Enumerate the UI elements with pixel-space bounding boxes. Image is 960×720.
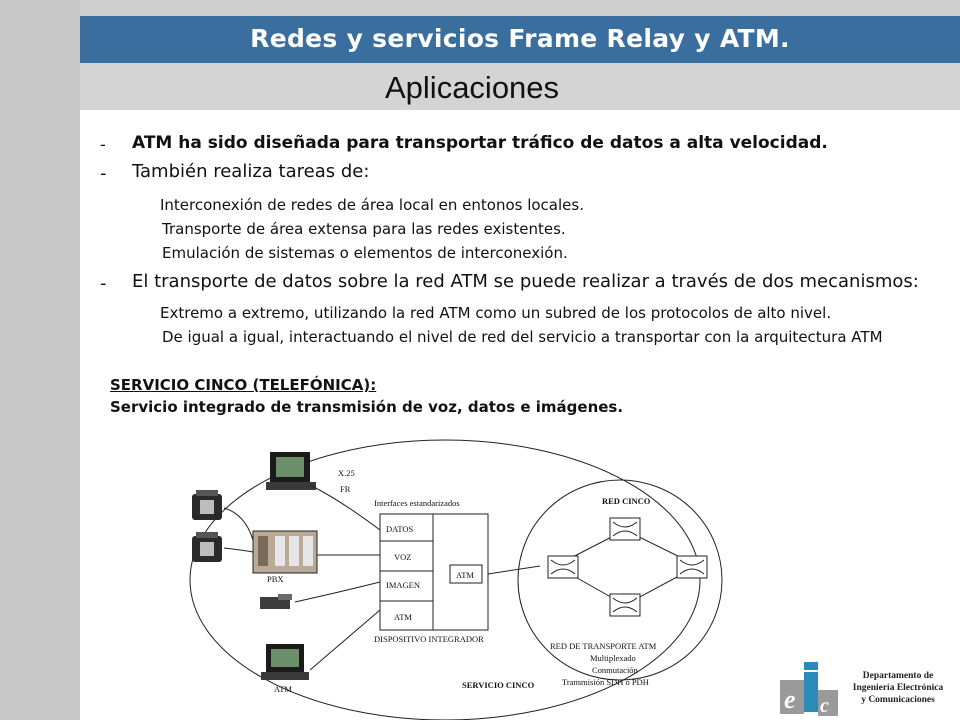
- svg-text:c: c: [820, 695, 829, 717]
- terminal-icon: [266, 452, 316, 490]
- svg-text:e: e: [784, 685, 796, 714]
- transport-label: RED DE TRANSPORTE ATM: [550, 641, 657, 651]
- bullet-dash: -: [100, 273, 107, 294]
- switch-icon: [609, 517, 641, 541]
- switch-icon: [676, 555, 708, 579]
- bullet-2-item: Transporte de área extensa para las rede…: [162, 220, 566, 238]
- red-cinco-cloud: [517, 479, 723, 681]
- module-datos: DATOS: [386, 524, 414, 534]
- switch-icon: [547, 555, 579, 579]
- module-voz: VOZ: [394, 552, 411, 562]
- left-decor-strip: [0, 0, 80, 720]
- pbx-icon: [252, 530, 318, 574]
- bullet-3-item: De igual a igual, interactuando el nivel…: [162, 328, 883, 346]
- servicio-cinco-cloud: [189, 439, 701, 720]
- fr-label: FR: [340, 484, 351, 494]
- subtitle-bar: Aplicaciones: [80, 63, 960, 110]
- dept-line: Departamento de: [862, 671, 934, 681]
- bullet-dash: -: [100, 163, 107, 184]
- title-bar: Redes y servicios Frame Relay y ATM.: [80, 16, 960, 63]
- service-heading: SERVICIO CINCO (TELEFÓNICA):: [110, 376, 377, 394]
- dept-line: Ingeniería Electrónica: [852, 683, 944, 693]
- x25-label: X.25: [338, 468, 355, 478]
- transport-label: Conmutación: [592, 665, 639, 675]
- bullet-2: También realiza tareas de:: [132, 161, 370, 182]
- transport-label: Multiplexado: [590, 653, 636, 663]
- telephone-icon: [192, 532, 222, 562]
- pbx-label: PBX: [267, 574, 284, 584]
- department-name: Departamento de Ingeniería Electrónica y…: [838, 670, 958, 706]
- module-atm: ATM: [394, 612, 412, 622]
- servicio-cinco-label: SERVICIO CINCO: [462, 680, 535, 690]
- switch-icon: [609, 593, 641, 617]
- bullet-3-item: Extremo a extremo, utilizando la red ATM…: [160, 304, 832, 322]
- transport-label: Transmisión SDH o PDH: [562, 677, 649, 687]
- service-description: Servicio integrado de transmisión de voz…: [110, 398, 624, 416]
- fax-icon: [260, 594, 292, 609]
- atm-terminal-label: ATM: [274, 684, 292, 694]
- telephone-icon: [192, 490, 222, 520]
- bullet-2-item: Interconexión de redes de área local en …: [160, 196, 584, 214]
- bullet-1: ATM ha sido diseñada para transportar tr…: [132, 133, 828, 153]
- section-title: Aplicaciones: [385, 70, 560, 105]
- red-cinco-label: RED CINCO: [602, 496, 651, 506]
- bullet-3: El transporte de datos sobre la red ATM …: [132, 271, 919, 292]
- module-imagen: IMAGEN: [386, 580, 420, 590]
- top-decor-strip: [80, 0, 960, 16]
- atm-box-label: ATM: [456, 570, 474, 580]
- bullet-2-item: Emulación de sistemas o elementos de int…: [162, 244, 568, 262]
- page-title: Redes y servicios Frame Relay y ATM.: [250, 24, 790, 53]
- terminal-icon: [261, 644, 309, 680]
- logo-eic: e c: [780, 662, 838, 717]
- network-diagram: X.25 FR Interfaces estandarizados DATOS …: [189, 439, 723, 720]
- dept-line: y Comunicaciones: [861, 695, 935, 705]
- device-label: DISPOSITIVO INTEGRADOR: [374, 634, 484, 644]
- service-block: SERVICIO CINCO (TELEFÓNICA): Servicio in…: [110, 376, 623, 416]
- bullet-dash: -: [100, 135, 106, 154]
- atm-box: [449, 564, 483, 584]
- interfaces-label: Interfaces estandarizados: [374, 498, 460, 508]
